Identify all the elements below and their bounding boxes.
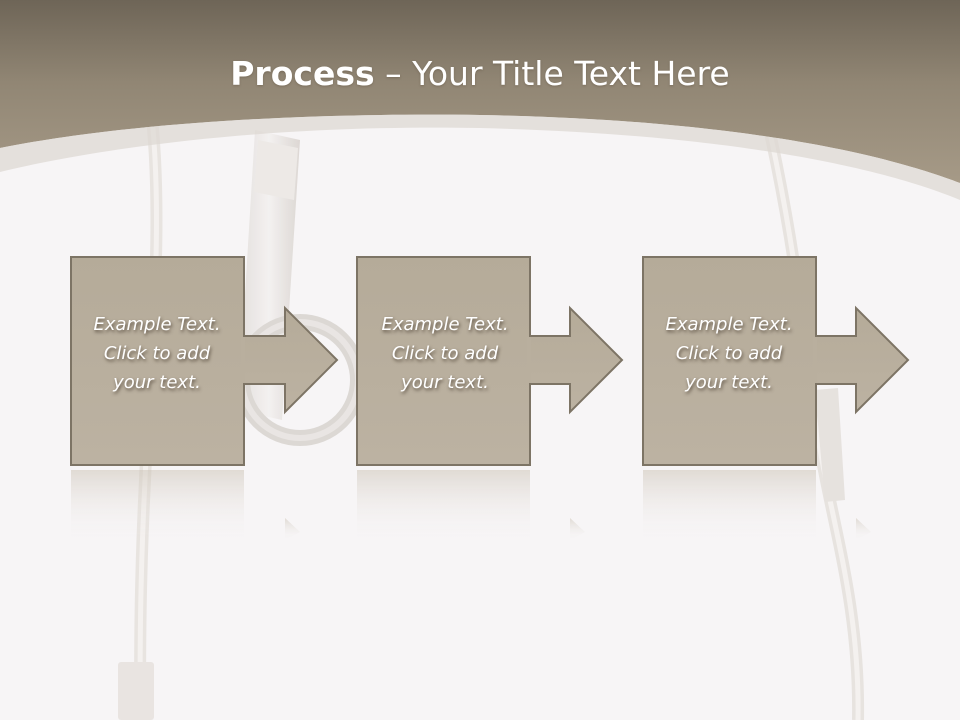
process-step-1-text[interactable]: Example Text. Click to add your text. <box>71 310 243 397</box>
slide-title-bold: Process <box>230 54 375 93</box>
header-band <box>0 0 960 183</box>
step-text-line: Example Text. <box>665 314 793 335</box>
step-text-line: your text. <box>401 372 489 393</box>
step-text-line: your text. <box>685 372 773 393</box>
step-text-line: Click to add <box>391 343 499 364</box>
step-text-line: Click to add <box>103 343 211 364</box>
step-text-line: Example Text. <box>93 314 221 335</box>
header-swoosh <box>0 114 960 200</box>
step-text-line: Click to add <box>675 343 783 364</box>
process-step-1-shape[interactable] <box>70 256 339 466</box>
step-text-line: your text. <box>113 372 201 393</box>
slide-title[interactable]: Process – Your Title Text Here <box>0 52 960 96</box>
process-reflections <box>71 470 871 540</box>
process-step-2-shape[interactable] <box>356 256 624 466</box>
process-step-3-shape[interactable] <box>642 256 910 466</box>
process-step-3-text[interactable]: Example Text. Click to add your text. <box>643 310 815 397</box>
slide-title-rest: – Your Title Text Here <box>374 54 730 93</box>
step-text-line: Example Text. <box>381 314 509 335</box>
process-step-2-text[interactable]: Example Text. Click to add your text. <box>359 310 531 397</box>
